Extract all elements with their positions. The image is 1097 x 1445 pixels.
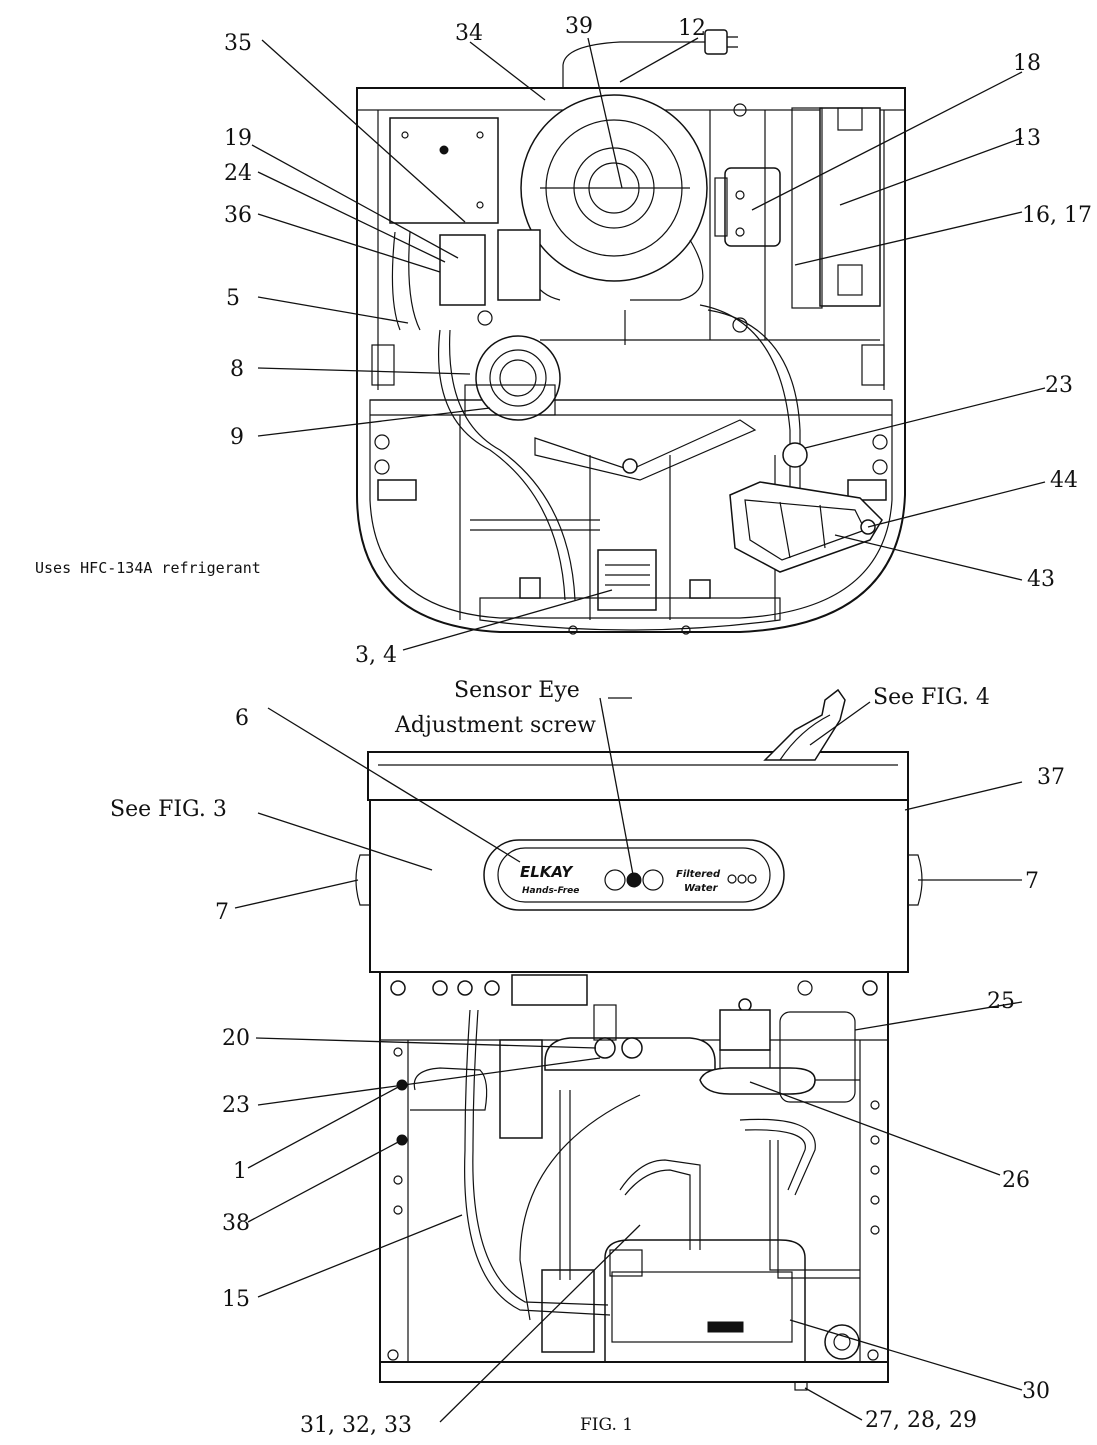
basin-outline (369, 399, 893, 619)
power-plug (704, 29, 728, 55)
callout-see-fig-4: See FIG. 4 (873, 685, 990, 710)
panel-brand-sub: Hands-Free (522, 886, 579, 896)
condenser (819, 107, 881, 307)
base-rail (379, 1361, 889, 1383)
solenoid-valve (439, 234, 486, 306)
control-module (597, 549, 657, 611)
bubbler (763, 688, 846, 761)
callout-38: 38 (222, 1211, 250, 1236)
sensor-label-line2: Adjustment screw (394, 713, 596, 738)
sensor-eye-right (642, 869, 664, 891)
callout-labels: 35 34 39 12 18 19 13 24 36 16, 17 5 8 23… (35, 14, 1092, 1438)
start-relay (541, 1269, 595, 1353)
callout-30: 30 (1022, 1379, 1050, 1404)
callout-39: 39 (565, 14, 593, 39)
callout-34: 34 (455, 21, 483, 46)
tubing-15 (464, 1009, 611, 1316)
callout-18: 18 (1013, 51, 1041, 76)
leader-lines (234, 37, 1046, 1423)
callout-9: 9 (230, 425, 244, 450)
fan-shroud (779, 1011, 856, 1103)
electrical-box (719, 1009, 771, 1051)
callout-8: 8 (230, 357, 244, 382)
callout-37: 37 (1037, 765, 1065, 790)
sensor-label-line1: Sensor Eye (454, 678, 580, 703)
callout-16-17: 16, 17 (1022, 203, 1092, 228)
callout-44: 44 (1050, 468, 1078, 493)
pump-reservoir (475, 335, 561, 421)
callout-43: 43 (1027, 567, 1055, 592)
fan-motor (724, 167, 781, 247)
callout-20: 20 (222, 1026, 250, 1051)
callout-6: 6 (235, 706, 249, 731)
callout-1: 1 (233, 1159, 247, 1184)
panel-lettering: ELKAY Hands-Free Filtered Water (520, 863, 721, 896)
callout-13: 13 (1013, 126, 1041, 151)
callout-15: 15 (222, 1287, 250, 1312)
callout-5: 5 (226, 286, 240, 311)
callout-23-top: 23 (1045, 373, 1073, 398)
panel-brand: ELKAY (520, 863, 574, 881)
filter-tray (729, 481, 883, 573)
callout-see-fig-3: See FIG. 3 (110, 797, 227, 822)
callout-35: 35 (224, 31, 252, 56)
callout-26: 26 (1002, 1168, 1030, 1193)
callout-7-left: 7 (215, 900, 229, 925)
compressor-mount (824, 1324, 860, 1360)
top-view (356, 29, 906, 635)
callout-23-front: 23 (222, 1093, 250, 1118)
bowl-rim (367, 751, 909, 801)
panel-water: Water (684, 883, 719, 894)
filter-drier (699, 1067, 816, 1095)
callout-31-32-33: 31, 32, 33 (300, 1413, 412, 1438)
sensor-eye-left (604, 869, 626, 891)
elbow-fitting (497, 229, 541, 301)
callout-12: 12 (678, 16, 706, 41)
power-cord (562, 41, 705, 88)
callout-27-28-29: 27, 28, 29 (865, 1408, 977, 1433)
compressor (604, 1239, 806, 1363)
callout-24: 24 (224, 161, 252, 186)
callout-25: 25 (987, 989, 1015, 1014)
panel-filtered: Filtered (676, 869, 721, 880)
callout-7-right: 7 (1025, 869, 1039, 894)
refrigerant-note: Uses HFC-134A refrigerant (35, 559, 261, 577)
callout-3-4: 3, 4 (355, 643, 397, 668)
front-view (355, 688, 923, 1391)
callout-19: 19 (224, 126, 252, 151)
callout-36: 36 (224, 203, 252, 228)
figure-label: FIG. 1 (580, 1415, 633, 1435)
